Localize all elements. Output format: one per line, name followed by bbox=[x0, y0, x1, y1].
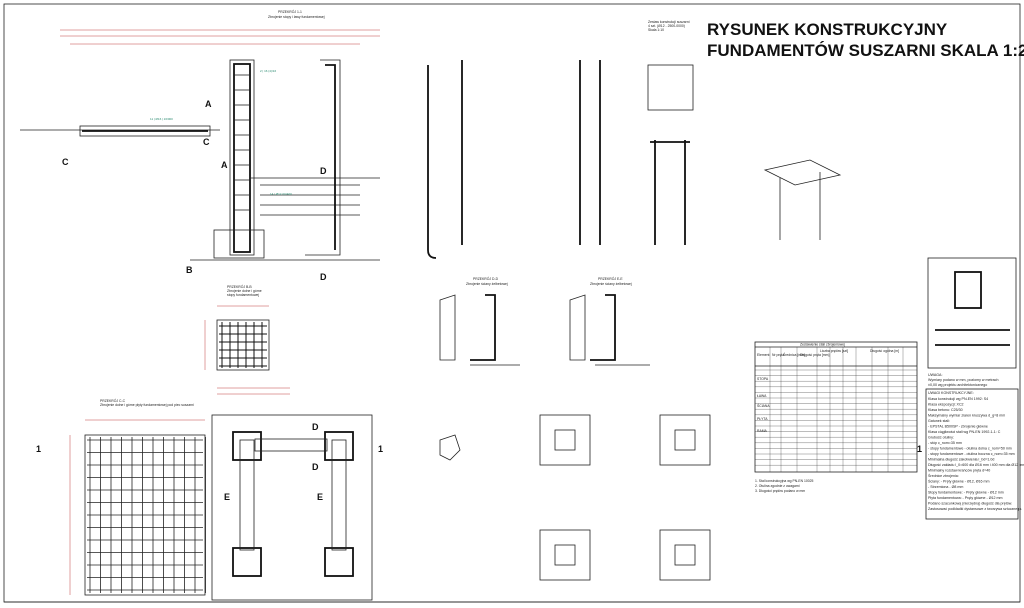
svg-text:PRZEKRÓJ D-D: PRZEKRÓJ D-D bbox=[473, 276, 499, 281]
svg-text:2. Otulina zgodnie z uwagami: 2. Otulina zgodnie z uwagami bbox=[755, 484, 800, 488]
svg-text:Zestaw konstrukcji suszarni: Zestaw konstrukcji suszarni bbox=[648, 20, 690, 24]
section-title: PRZEKRÓJ 1-1 bbox=[278, 9, 302, 14]
section-1-1: PRZEKRÓJ 1-1 Zbrojenie stopy i ławy fund… bbox=[20, 9, 380, 282]
svg-text:Zbrojenie dolne i górne płyty: Zbrojenie dolne i górne płyty fundamento… bbox=[100, 403, 194, 407]
svg-text:3. Długości prętów podano w mm: 3. Długości prętów podano w mm bbox=[755, 489, 805, 493]
svg-text:Nr pręta: Nr pręta bbox=[772, 353, 784, 357]
svg-text:Zbrojenie dolne i górne: Zbrojenie dolne i górne bbox=[227, 289, 262, 293]
section-marker-c: C bbox=[62, 157, 69, 167]
note-line: Płyta fundamentowa: - Pręty główne - Ø12… bbox=[928, 496, 1003, 500]
section-marker-c: C bbox=[203, 137, 210, 147]
note-line: Stopy fundamentowe: - Pręty główne - Ø12… bbox=[928, 491, 1004, 495]
svg-text:UWAGI KONSTRUKCYJNE:: UWAGI KONSTRUKCYJNE: bbox=[928, 391, 974, 395]
note-line: Średnice zbrojenia: bbox=[928, 473, 959, 478]
note-line: - EPSTAL B500SP - zbrojenie główne bbox=[928, 425, 988, 429]
footnotes: 1. Stal konstrukcyjna wg PN-EN 10025 2. … bbox=[755, 479, 814, 493]
svg-text:ŚCIANA: ŚCIANA bbox=[757, 403, 770, 408]
notes: UWAGA: Wymiary podano w mm, poziomy w me… bbox=[925, 373, 1024, 520]
section-desc: Zbrojenie stopy i ławy fundamentowej bbox=[268, 15, 325, 19]
section-marker-b: B bbox=[186, 265, 193, 275]
svg-text:ŁAWA: ŁAWA bbox=[757, 394, 767, 398]
svg-text:Wymiary podano w mm, poziomy w: Wymiary podano w mm, poziomy w metrach bbox=[928, 378, 998, 382]
svg-text:PRZEKRÓJ C-C: PRZEKRÓJ C-C bbox=[100, 398, 126, 403]
svg-text:PRZEKRÓJ E-E: PRZEKRÓJ E-E bbox=[598, 276, 623, 281]
foundation-plans bbox=[439, 414, 711, 581]
svg-text:Zestawienie stali zbrojeniowej: Zestawienie stali zbrojeniowej bbox=[800, 343, 845, 347]
svg-text:Element: Element bbox=[757, 353, 769, 357]
stirrup-detail bbox=[927, 257, 1017, 369]
dryer-frame-detail: Zestaw konstrukcji suszarni 4 szt. (Ø12 … bbox=[647, 20, 842, 245]
drawing-title-line1: RYSUNEK KONSTRUKCYJNY bbox=[707, 20, 948, 39]
note-line: Gatunek stali: bbox=[928, 419, 950, 423]
section-marker-a: A bbox=[205, 99, 212, 109]
svg-text:±0,00 wg projektu architektoni: ±0,00 wg projektu architektonicznego bbox=[928, 383, 987, 387]
section-marker-d: D bbox=[320, 166, 327, 176]
section-marker-d: D bbox=[312, 422, 319, 432]
section-marker-e: E bbox=[317, 492, 323, 502]
svg-text:Długość pręta [mm]: Długość pręta [mm] bbox=[800, 353, 829, 357]
section-marker-1: 1 bbox=[917, 444, 922, 454]
svg-text:PRZEKRÓJ B-B: PRZEKRÓJ B-B bbox=[227, 284, 252, 289]
note-line: Klasa konstrukcji wg PN-EN 1992: S4 bbox=[928, 397, 988, 401]
note-line: Minimalna długość zakotwienia l_bd=1.0d bbox=[928, 458, 994, 462]
note-line: Klasa ciągliwości stali wg PN-EN 1992-1-… bbox=[928, 430, 1001, 434]
svg-text:14 | Ø12 (6)/400: 14 | Ø12 (6)/400 bbox=[270, 192, 292, 196]
section-d-d: PRZEKRÓJ D-D Zbrojenie ściany żelbetowej bbox=[439, 276, 520, 366]
note-line: - Strzemiona - Ø8 mm bbox=[928, 485, 963, 489]
rebar-elevations bbox=[427, 60, 601, 259]
section-marker-d: D bbox=[320, 272, 327, 282]
svg-text:UWAGA:: UWAGA: bbox=[928, 373, 942, 377]
svg-text:Zbrojenie ściany żelbetowej: Zbrojenie ściany żelbetowej bbox=[590, 282, 632, 286]
note-line: Podano szacunkową (nierzędną) długość dl… bbox=[928, 502, 1012, 506]
svg-text:Liczba prętów [szt]: Liczba prętów [szt] bbox=[820, 349, 848, 353]
svg-text:2 | 16 (4)/16: 2 | 16 (4)/16 bbox=[260, 69, 276, 73]
steel-schedule-table: Zestawienie stali zbrojeniowej Element N… bbox=[754, 341, 918, 473]
note-line: - stopy fundamentowe - otulina boczna c_… bbox=[928, 452, 1015, 456]
section-marker-a: A bbox=[221, 160, 228, 170]
svg-text:stopy fundamentowej: stopy fundamentowej bbox=[227, 293, 259, 297]
svg-text:Średnica [mm]: Średnica [mm] bbox=[783, 352, 805, 357]
note-line: Ściany: - Pręty główne - Ø12, Ø16 mm bbox=[928, 479, 990, 484]
note-line: - stóp c_nom=35 mm bbox=[928, 441, 962, 445]
note-line: Klasa betonu: C25/30 bbox=[928, 408, 963, 412]
section-b-b: PRZEKRÓJ B-B Zbrojenie dolne i górne sto… bbox=[204, 284, 290, 395]
svg-text:RAMA: RAMA bbox=[757, 429, 768, 433]
section-c-c: PRZEKRÓJ C-C Zbrojenie dolne i górne pły… bbox=[36, 398, 922, 601]
svg-text:11 | Ø16 | 16/000: 11 | Ø16 | 16/000 bbox=[150, 117, 173, 121]
note-line: Maksymalny wymiar ziaren kruszywa d_g=8 … bbox=[928, 414, 1005, 418]
svg-text:STOPA: STOPA bbox=[757, 377, 769, 381]
note-line: Grubość otuliny: bbox=[928, 436, 954, 440]
section-marker-e: E bbox=[224, 492, 230, 502]
svg-text:PŁYTA: PŁYTA bbox=[757, 417, 768, 421]
note-line: Długość zakładu l_0=600 dla Ø16 mm i 400… bbox=[928, 463, 1024, 467]
svg-text:1. Stal konstrukcyjna wg PN-EN: 1. Stal konstrukcyjna wg PN-EN 10025 bbox=[755, 479, 814, 483]
note-line: Klasa ekspozycji: XC2 bbox=[928, 403, 964, 407]
note-line: - stopy fundamentowe - otulina dolna c_n… bbox=[928, 447, 1012, 451]
note-line: Zastosować podkładki dystansowe z tworzy… bbox=[928, 507, 1022, 511]
svg-text:Skala 1:10: Skala 1:10 bbox=[648, 28, 664, 32]
note-line: Minimalny rozstaw krańców pręta d=40 bbox=[928, 469, 990, 473]
section-marker-d: D bbox=[312, 462, 319, 472]
section-marker-1: 1 bbox=[378, 444, 383, 454]
sheet-border bbox=[3, 3, 1021, 603]
section-marker-1: 1 bbox=[36, 444, 41, 454]
svg-text:Długość ogólna [m]: Długość ogólna [m] bbox=[870, 349, 899, 353]
drawing-title-line2: FUNDAMENTÓW SUSZARNI SKALA 1:20 bbox=[707, 41, 1024, 60]
svg-text:Zbrojenie ściany żelbetowej: Zbrojenie ściany żelbetowej bbox=[466, 282, 508, 286]
section-e-e: PRZEKRÓJ E-E Zbrojenie ściany żelbetowej bbox=[569, 276, 650, 366]
svg-text:4 szt. (Ø12 - 2500-0000): 4 szt. (Ø12 - 2500-0000) bbox=[648, 24, 685, 28]
